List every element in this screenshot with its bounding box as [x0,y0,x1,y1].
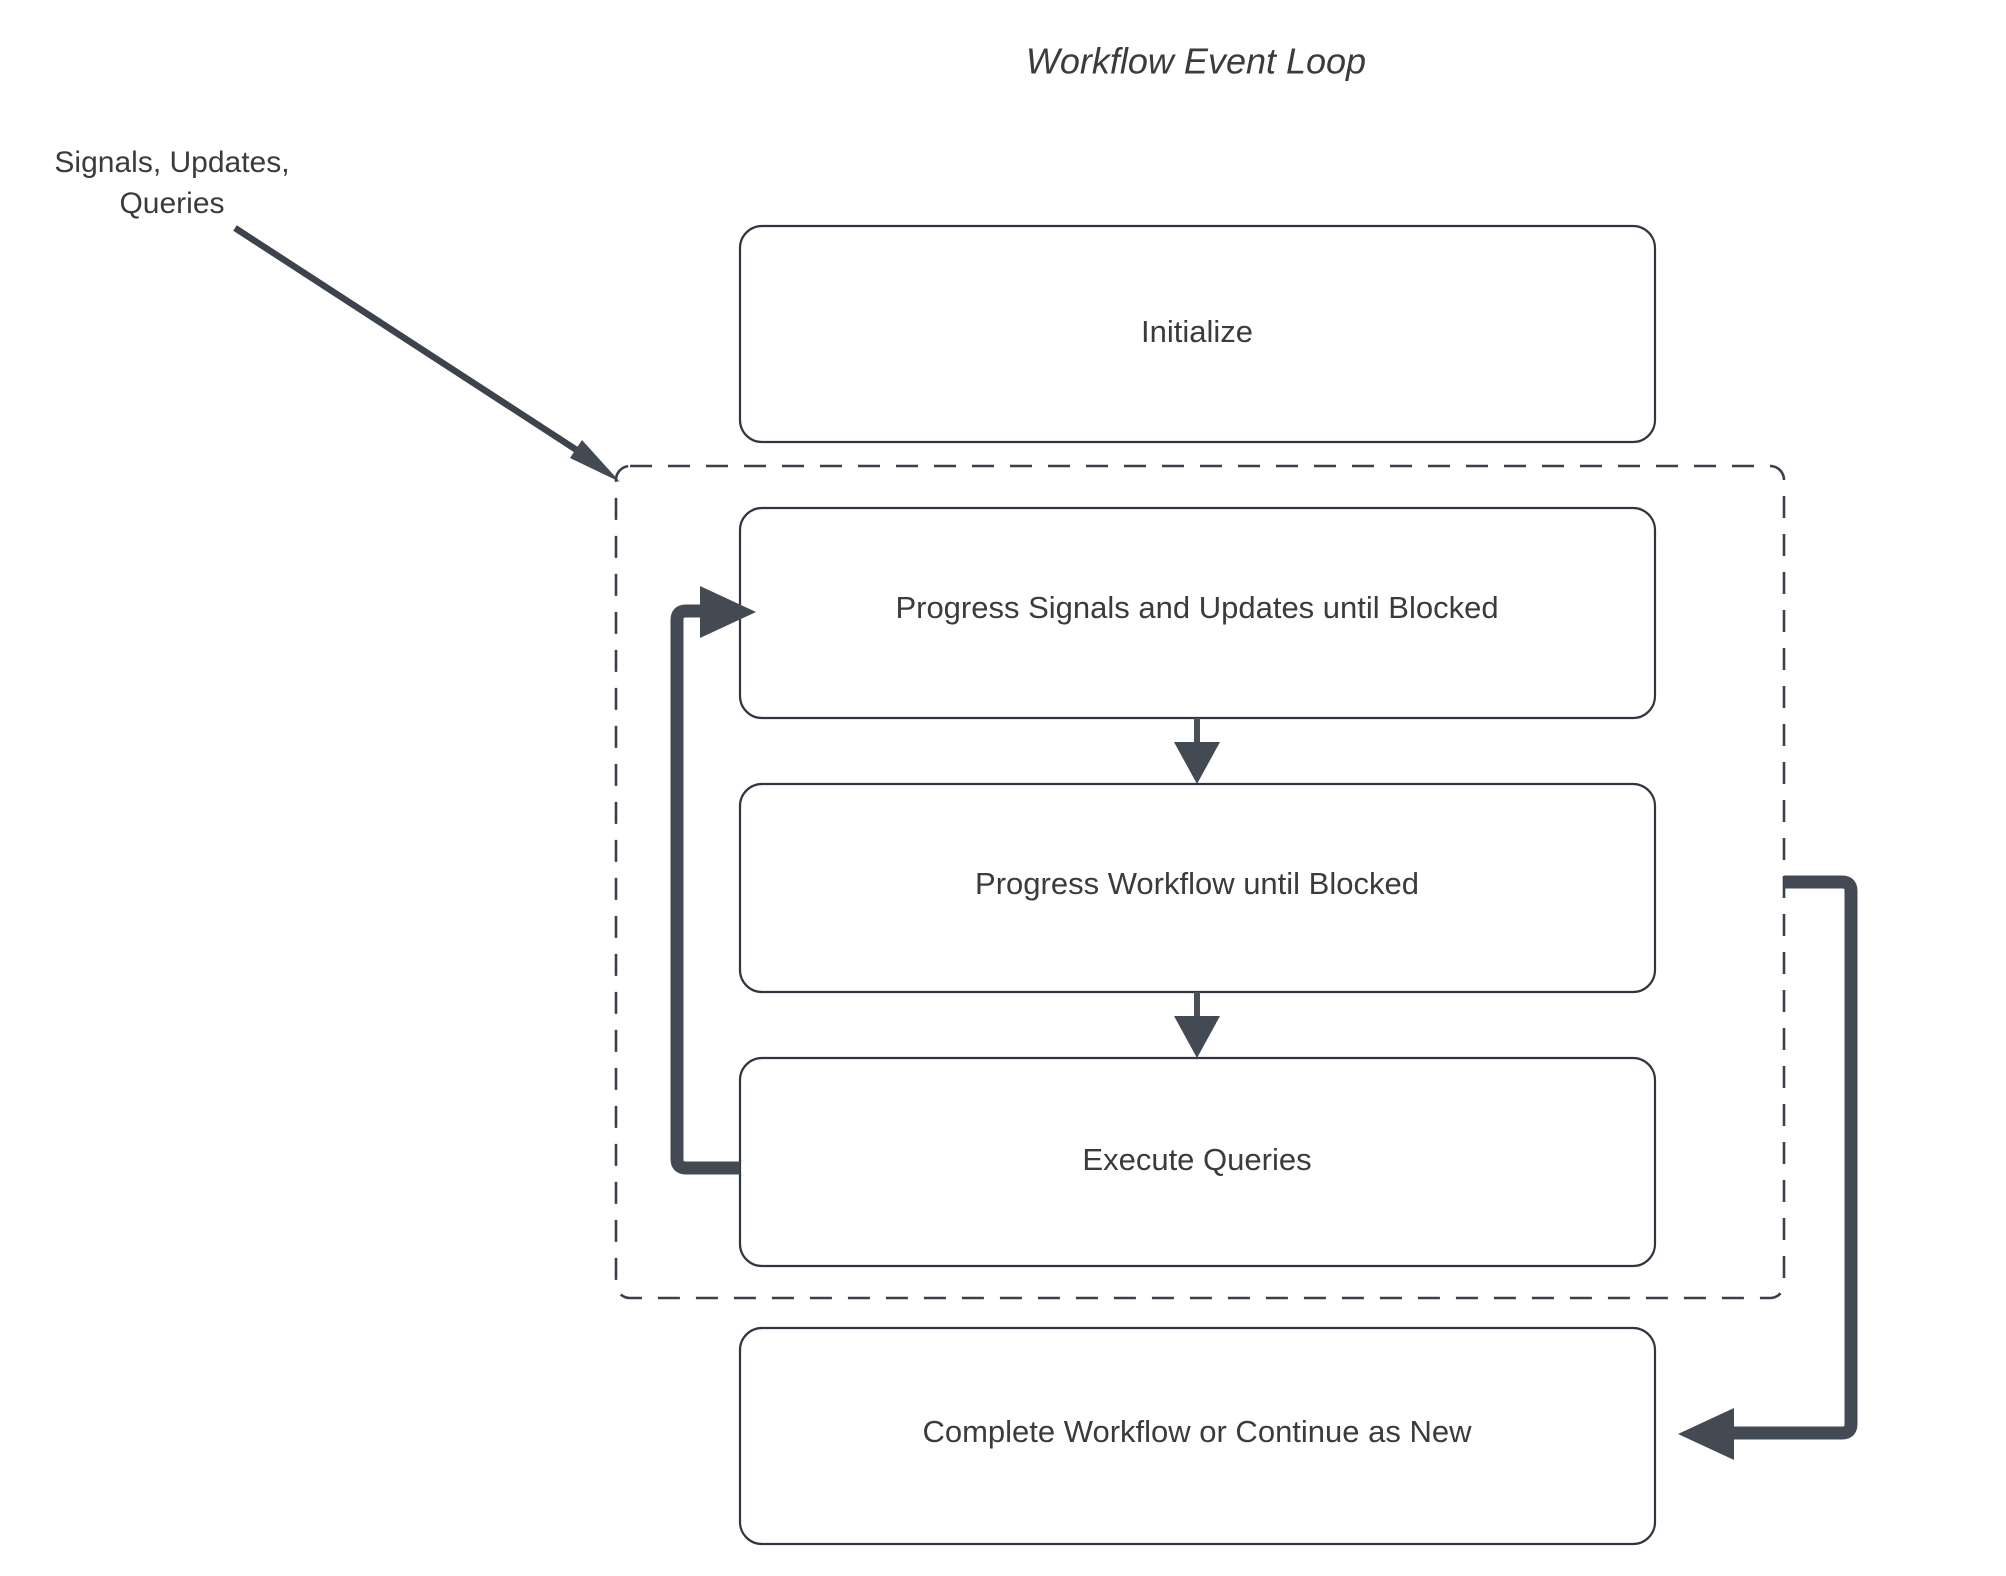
external-input-label-line2: Queries [119,187,224,220]
node-progress-workflow[interactable]: Progress Workflow until Blocked [738,782,1657,994]
node-progress-workflow-label: Progress Workflow until Blocked [975,866,1419,901]
node-initialize[interactable]: Initialize [738,224,1657,444]
connector-group-to-complete [1678,875,1858,1460]
node-complete-workflow-box[interactable] [738,1326,1657,1546]
connector-loopback-left [670,586,756,1175]
node-progress-signals-updates[interactable]: Progress Signals and Updates until Block… [738,506,1657,720]
node-execute-queries[interactable]: Execute Queries [738,1056,1657,1268]
connector-signals-to-workflow [1174,718,1220,784]
node-progress-signals-updates-label: Progress Signals and Updates until Block… [895,590,1498,625]
external-input-arrow [233,225,620,482]
external-input-label-line1: Signals, Updates, [54,146,289,179]
node-initialize-label: Initialize [1141,314,1253,349]
node-complete-workflow[interactable]: Complete Workflow or Continue as New [738,1326,1657,1546]
node-execute-queries-label: Execute Queries [1082,1142,1311,1177]
page-title: Workflow Event Loop [1026,41,1366,82]
node-complete-workflow-label: Complete Workflow or Continue as New [922,1414,1472,1449]
connector-workflow-to-queries [1174,992,1220,1058]
node-initialize-box[interactable] [738,224,1657,444]
